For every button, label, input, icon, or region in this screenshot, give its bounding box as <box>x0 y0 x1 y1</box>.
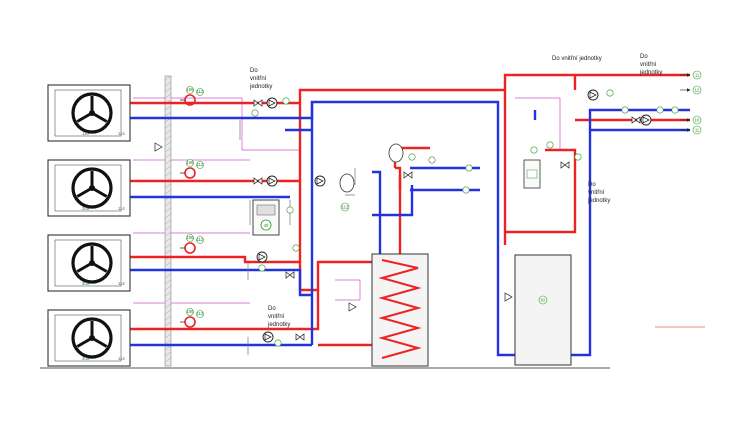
svg-text:jednotky: jednotky <box>639 70 662 76</box>
mixing-valve-icon <box>253 99 263 107</box>
heat-pump-tag-b: 114 <box>118 206 125 211</box>
outlet-connection: 10 <box>680 115 702 125</box>
sensor-icon <box>408 153 416 161</box>
svg-text:jednotky: jednotky <box>249 84 272 90</box>
outlet-tag: 10 <box>695 118 700 123</box>
sensor-icon <box>546 141 554 149</box>
svg-text:Do: Do <box>250 68 258 74</box>
circulation-pump-icon <box>640 114 652 126</box>
sensor-icon <box>274 339 282 347</box>
expansion-tag: 112 <box>342 205 349 210</box>
buffer-tank: 82 <box>514 254 572 366</box>
heat-pump-tag: 206 <box>82 206 90 211</box>
storage-tank <box>371 253 429 367</box>
heat-pump-unit: 116 114 <box>47 84 131 142</box>
sensor-icon <box>286 206 294 214</box>
sensor-icon <box>428 156 436 164</box>
mixing-valve-icon <box>631 116 641 124</box>
svg-text:jednotky: jednotky <box>587 198 610 204</box>
flow-direction-icon <box>348 302 357 312</box>
svg-text:vnitřní: vnitřní <box>640 62 657 68</box>
heat-pump-tag-b: 114 <box>118 131 125 136</box>
heat-pump-tag: 116 <box>82 131 89 136</box>
heat-pump-unit: 305 114 <box>47 309 131 367</box>
circulation-pump-icon <box>266 97 278 109</box>
svg-text:112: 112 <box>197 162 204 167</box>
circulation-pump-icon <box>262 331 274 343</box>
outlet-tag: 11 <box>695 73 700 78</box>
svg-text:106: 106 <box>187 160 195 165</box>
mixing-valve-icon <box>295 333 305 341</box>
connector-lines <box>239 120 356 355</box>
mixing-valve-icon <box>253 177 263 185</box>
circulation-pump-icon <box>587 89 599 101</box>
svg-text:106: 106 <box>187 235 195 240</box>
sensor-icon <box>258 264 266 272</box>
heat-pump-unit: 305 114 <box>47 234 131 292</box>
outlet-tag: 12 <box>695 88 700 93</box>
heat-pump-tag: 305 <box>82 356 90 361</box>
signal-lines <box>133 97 575 304</box>
outlet-tag: 11 <box>695 128 700 133</box>
heat-pump-tag: 305 <box>82 281 90 286</box>
svg-text:Do: Do <box>268 306 276 312</box>
circulation-pump-icon <box>314 175 326 187</box>
label-indoor-units-top-right-a: Do vnitřní jednotky <box>552 56 602 62</box>
svg-text:106: 106 <box>187 87 195 92</box>
controller-tag: 40 <box>264 223 269 228</box>
heat-pump-tag-b: 114 <box>118 281 125 286</box>
heater-box <box>523 159 541 189</box>
building-wall <box>164 75 172 367</box>
sensor-icon <box>292 244 300 252</box>
buffer-tank-tag: 82 <box>541 298 546 303</box>
svg-text:112: 112 <box>197 89 204 94</box>
label-indoor-units-bottom: Do vnitřní jednotky <box>267 306 290 328</box>
sensor-icon <box>671 106 679 114</box>
svg-text:106: 106 <box>187 309 195 314</box>
circulation-pump-icon <box>256 251 268 263</box>
sensor-icon <box>606 89 614 97</box>
svg-text:vnitřní: vnitřní <box>268 314 285 320</box>
heat-pump-unit: 206 114 <box>47 159 131 217</box>
sensor-icon <box>574 153 582 161</box>
outlet-connection: 11 <box>680 125 702 135</box>
label-indoor-units-top-left: Do vnitřní jednotky <box>249 68 272 90</box>
circulation-pump-icon <box>266 175 278 187</box>
svg-text:Do vnitřní jednotky: Do vnitřní jednotky <box>552 56 602 62</box>
mixing-valve-icon <box>560 161 570 169</box>
svg-text:112: 112 <box>197 237 204 242</box>
sensor-icon <box>656 106 664 114</box>
mixing-valve-icon <box>403 171 413 179</box>
storage-vessel <box>388 143 404 163</box>
svg-text:Do: Do <box>640 54 648 60</box>
mixing-valve-icon <box>285 271 295 279</box>
outlet-connection: 12 <box>680 85 702 95</box>
flow-direction-icon <box>154 142 163 152</box>
svg-text:jednotky: jednotky <box>267 322 290 328</box>
svg-text:vnitřní: vnitřní <box>588 190 605 196</box>
outlet-connection: 11 <box>680 70 702 80</box>
expansion-vessel: 112 <box>339 173 355 212</box>
heat-pump-tag-b: 114 <box>118 356 125 361</box>
svg-text:Do: Do <box>588 182 596 188</box>
svg-text:vnitřní: vnitřní <box>250 76 267 82</box>
sensor-icon <box>251 109 259 117</box>
flow-direction-icon <box>504 292 513 302</box>
svg-text:112: 112 <box>197 311 204 316</box>
controller-box: 40 <box>252 199 280 236</box>
sensor-icon <box>621 106 629 114</box>
sensor-icon <box>530 146 538 154</box>
sensor-icon <box>282 97 290 105</box>
sensor-icon <box>465 164 473 172</box>
label-indoor-units-top-right-b: Do vnitřní jednotky <box>639 54 662 76</box>
label-indoor-units-right: Do vnitřní jednotky <box>587 182 610 204</box>
sensor-icon <box>462 186 470 194</box>
